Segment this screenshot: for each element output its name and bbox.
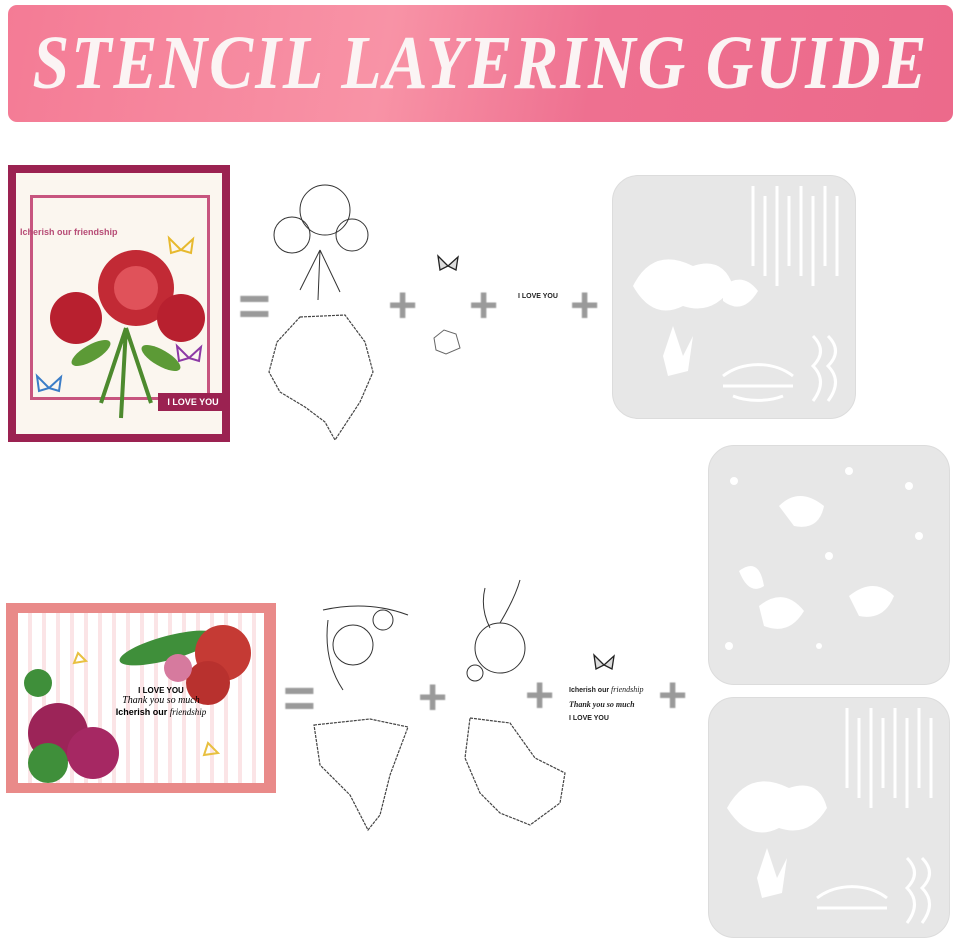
- protea-flower-illustration: [50, 250, 205, 419]
- protea-stamp-outline: [273, 184, 369, 301]
- corner-floral-die-outline: [313, 718, 409, 832]
- stencil-protea-background: [708, 697, 950, 938]
- sentiment-stamp: I LOVE YOU: [569, 715, 609, 723]
- protea-spray-stamp-outline: [466, 579, 526, 682]
- plus-sign: +: [469, 277, 499, 333]
- stencil-protea-background: [612, 175, 856, 419]
- page-title: STENCIL LAYERING GUIDE: [32, 20, 929, 105]
- card-greeting: Icherish our friendship: [20, 227, 118, 237]
- butterfly-stamp-icon: [593, 653, 615, 670]
- card-line-1: I LOVE YOU: [138, 686, 184, 695]
- plus-sign: +: [658, 667, 688, 723]
- butterfly-stamp-icon: [437, 254, 459, 271]
- sentiment-stamp: I LOVE YOU: [518, 293, 558, 300]
- finished-card-2: I LOVE YOU Thank you so much Icherish ou…: [6, 603, 276, 793]
- sentiment-stamp: Icherish our friendship: [569, 685, 644, 694]
- finished-card-1: Icherish our friendship I LOVE YOU: [8, 165, 230, 442]
- card-banner: I LOVE YOU: [158, 393, 222, 411]
- plus-sign: +: [570, 277, 600, 333]
- sentiment-stamp: Thank you so much: [569, 700, 635, 710]
- protea-die-outline: [268, 314, 374, 442]
- card-line-2: Thank you so much: [122, 695, 200, 707]
- card-line-3: Icherish our friendship: [115, 706, 207, 717]
- equals-sign: =: [283, 666, 316, 729]
- butterfly-purple-icon: [175, 343, 203, 363]
- protea-corner-illustration: [24, 625, 251, 783]
- stencil-cutouts: [633, 186, 839, 402]
- stencil-cutouts: [725, 467, 923, 650]
- sentiment-stamps: Icherish our friendship Thank you so muc…: [569, 682, 643, 726]
- plus-sign: +: [418, 669, 448, 725]
- plus-sign: +: [525, 667, 555, 723]
- butterfly-blue-icon: [35, 373, 63, 393]
- stencil-floral-corners: [708, 445, 950, 685]
- stencil-cutouts: [727, 708, 933, 924]
- equals-sign: =: [238, 274, 271, 337]
- corner-floral-stamp-outline: [322, 605, 409, 691]
- butterfly-yellow-icon: [167, 235, 195, 255]
- card-sentiments: I LOVE YOU Thank you so much Icherish ou…: [106, 686, 216, 717]
- butterfly-die-outline: [433, 329, 461, 355]
- header-banner: STENCIL LAYERING GUIDE: [8, 5, 953, 122]
- plus-sign: +: [388, 277, 418, 333]
- protea-spray-die-outline: [464, 717, 566, 826]
